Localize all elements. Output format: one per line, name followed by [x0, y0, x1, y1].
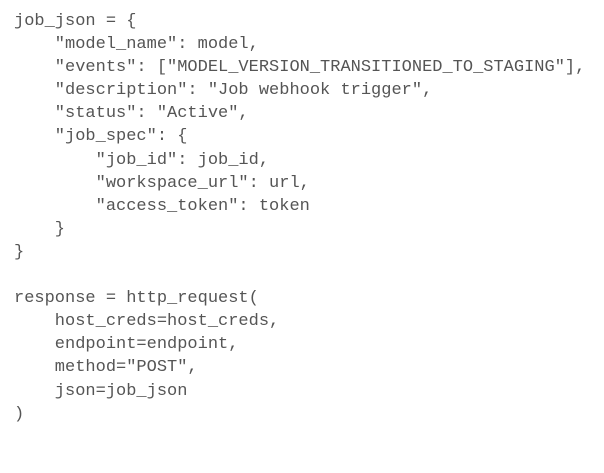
code-block: job_json = { "model_name": model, "event… — [14, 10, 585, 426]
code-line: "status": "Active", — [14, 104, 249, 124]
code-line: json=job_json — [14, 381, 188, 401]
code-line: "access_token": token — [14, 196, 310, 216]
code-line: } — [14, 242, 25, 262]
code-line: host_creds=host_creds, — [14, 312, 280, 332]
code-line: ) — [14, 404, 25, 424]
code-line: "events": ["MODEL_VERSION_TRANSITIONED_T… — [14, 58, 586, 78]
code-line-blank — [14, 264, 585, 287]
code-line: job_json = { — [14, 12, 137, 31]
code-line: endpoint=endpoint, — [14, 335, 239, 355]
code-line: "job_spec": { — [14, 127, 188, 147]
code-line: "job_id": job_id, — [14, 150, 270, 170]
code-line: } — [14, 219, 66, 239]
code-line: "description": "Job webhook trigger", — [14, 81, 433, 101]
code-line: method="POST", — [14, 358, 198, 378]
code-line: "workspace_url": url, — [14, 173, 310, 193]
code-line: response = http_request( — [14, 289, 259, 309]
code-line: "model_name": model, — [14, 35, 259, 55]
